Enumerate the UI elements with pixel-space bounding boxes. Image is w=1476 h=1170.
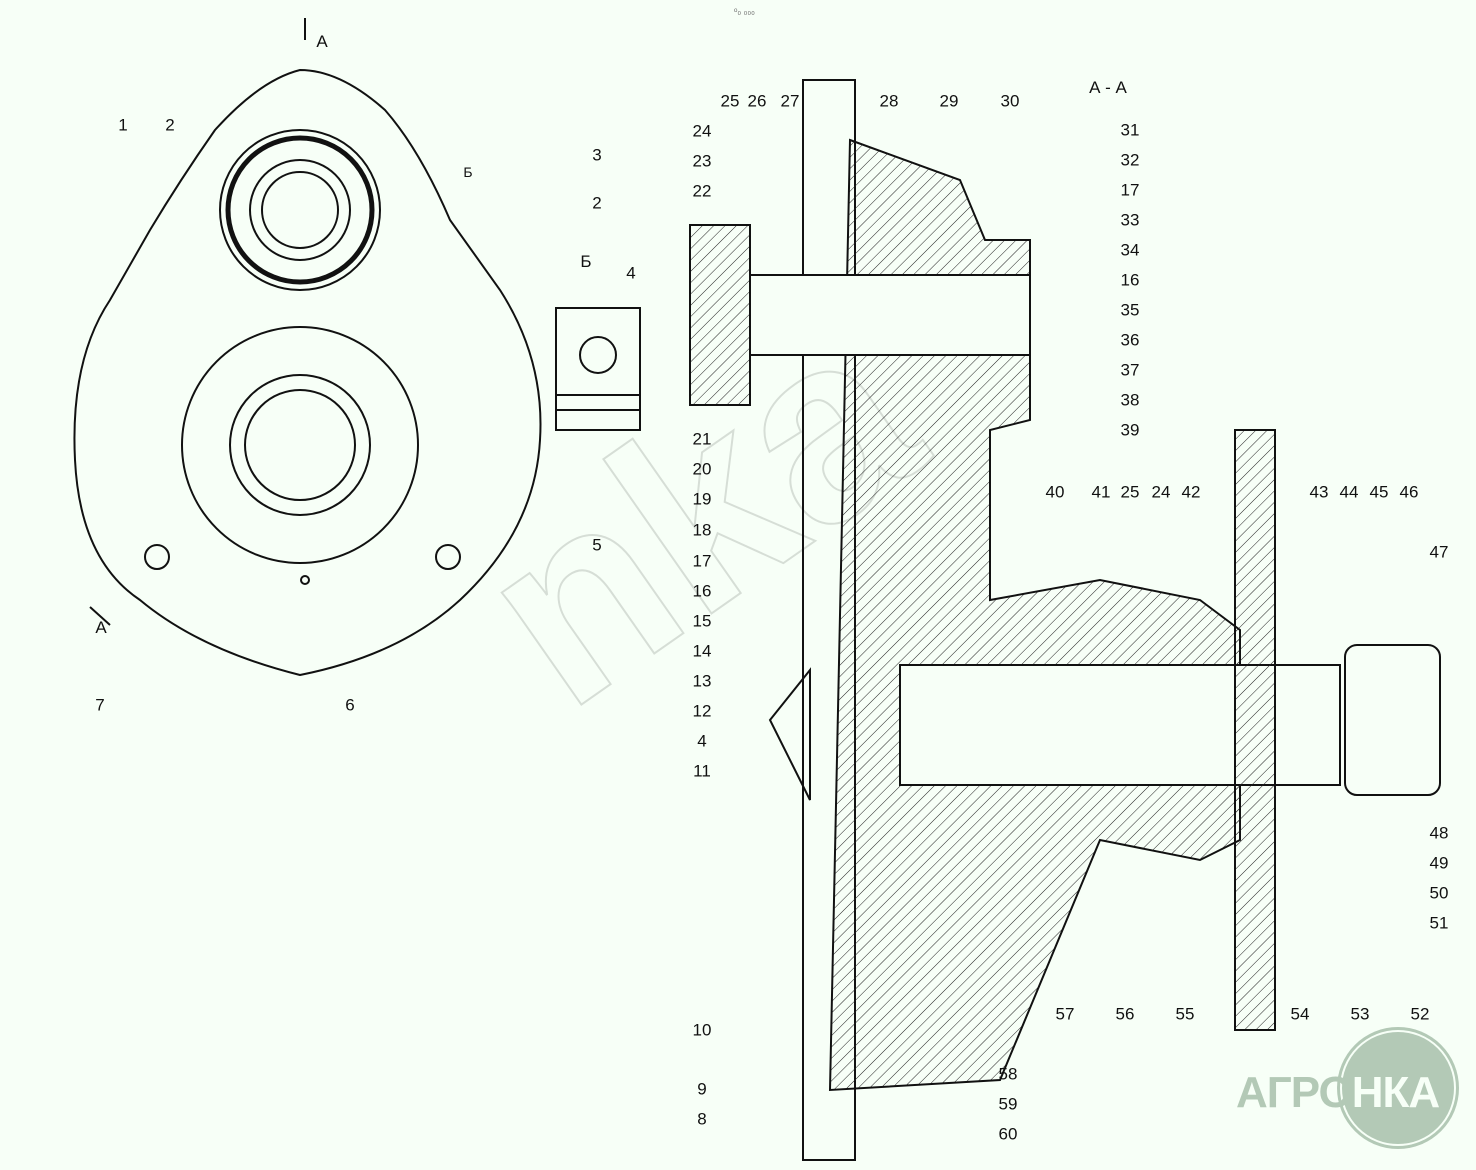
callout-2: 2 <box>592 193 602 213</box>
logo-circle <box>1340 1030 1456 1146</box>
callout-30: 30 <box>1000 91 1020 111</box>
callout-42: 42 <box>1181 482 1201 502</box>
callout-49: 49 <box>1429 853 1449 873</box>
callout-17: 17 <box>1120 180 1140 200</box>
callout-19: 19 <box>692 489 712 509</box>
callout-41: 41 <box>1091 482 1111 502</box>
callout-8: 8 <box>697 1109 707 1129</box>
callout-13: 13 <box>692 671 712 691</box>
callout-1: 1 <box>118 115 128 135</box>
callout-10: 10 <box>692 1020 712 1040</box>
callout-29: 29 <box>939 91 959 111</box>
header-mark: ᵒ₀ ₀₀₀ <box>734 6 755 16</box>
callout-57: 57 <box>1055 1004 1075 1024</box>
callout-17: 17 <box>692 551 712 571</box>
callout-52: 52 <box>1410 1004 1430 1024</box>
callout-6: 6 <box>345 695 355 715</box>
callout-39: 39 <box>1120 420 1140 440</box>
callout-9: 9 <box>697 1079 707 1099</box>
callout-45: 45 <box>1369 482 1389 502</box>
callout-4: 4 <box>626 263 636 283</box>
logo-text-right: НКА <box>1351 1068 1440 1117</box>
view-b-arrow-label: Б <box>463 164 473 180</box>
callout-11: 11 <box>693 761 711 781</box>
callout-26: 26 <box>747 91 767 111</box>
callout-16: 16 <box>692 581 712 601</box>
callout-44: 44 <box>1339 482 1359 502</box>
callout-18: 18 <box>692 520 712 540</box>
callout-31: 31 <box>1120 120 1140 140</box>
callout-27: 27 <box>780 91 800 111</box>
callout-60: 60 <box>998 1124 1018 1144</box>
callout-56: 56 <box>1115 1004 1135 1024</box>
callout-22: 22 <box>692 181 712 201</box>
callout-14: 14 <box>692 641 712 661</box>
callout-15: 15 <box>692 611 712 631</box>
front-view-cover <box>73 18 542 677</box>
callout-20: 20 <box>692 459 712 479</box>
callout-28: 28 <box>879 91 899 111</box>
logo-text: АГРОНКА <box>1236 1068 1440 1118</box>
agronka-logo: АГРОНКА <box>1230 1020 1476 1170</box>
callout-33: 33 <box>1120 210 1140 230</box>
callout-43: 43 <box>1309 482 1329 502</box>
callout-3: 3 <box>592 145 602 165</box>
callout-16: 16 <box>1120 270 1140 290</box>
callout-32: 32 <box>1120 150 1140 170</box>
callout-25: 25 <box>1120 482 1140 502</box>
callout-59: 59 <box>998 1094 1018 1114</box>
view-b-detail <box>555 307 641 431</box>
callout-53: 53 <box>1350 1004 1370 1024</box>
callout-55: 55 <box>1175 1004 1195 1024</box>
callout-24: 24 <box>1151 482 1171 502</box>
callout-23: 23 <box>692 151 712 171</box>
callout-12: 12 <box>692 701 712 721</box>
callout-24: 24 <box>692 121 712 141</box>
view-b-label: Б <box>580 252 592 271</box>
callout-38: 38 <box>1120 390 1140 410</box>
callout-35: 35 <box>1120 300 1140 320</box>
callout-48: 48 <box>1429 823 1449 843</box>
section-a-a <box>689 79 1441 1161</box>
callout-7: 7 <box>95 695 105 715</box>
callout-46: 46 <box>1399 482 1419 502</box>
section-marker-bottom: А <box>95 618 107 637</box>
callout-54: 54 <box>1290 1004 1310 1024</box>
section-marker-top: А <box>316 32 328 51</box>
callout-51: 51 <box>1429 913 1449 933</box>
callout-5: 5 <box>592 535 602 555</box>
callout-36: 36 <box>1120 330 1140 350</box>
callout-58: 58 <box>998 1064 1018 1084</box>
callout-2: 2 <box>165 115 175 135</box>
callout-50: 50 <box>1429 883 1449 903</box>
callout-37: 37 <box>1120 360 1140 380</box>
callout-4: 4 <box>697 731 707 751</box>
logo-text-left: АГРО <box>1236 1068 1353 1117</box>
callout-21: 21 <box>692 429 712 449</box>
section-title: А - А <box>1089 78 1127 97</box>
callout-40: 40 <box>1045 482 1065 502</box>
callout-25: 25 <box>720 91 740 111</box>
callout-47: 47 <box>1429 542 1449 562</box>
callout-34: 34 <box>1120 240 1140 260</box>
